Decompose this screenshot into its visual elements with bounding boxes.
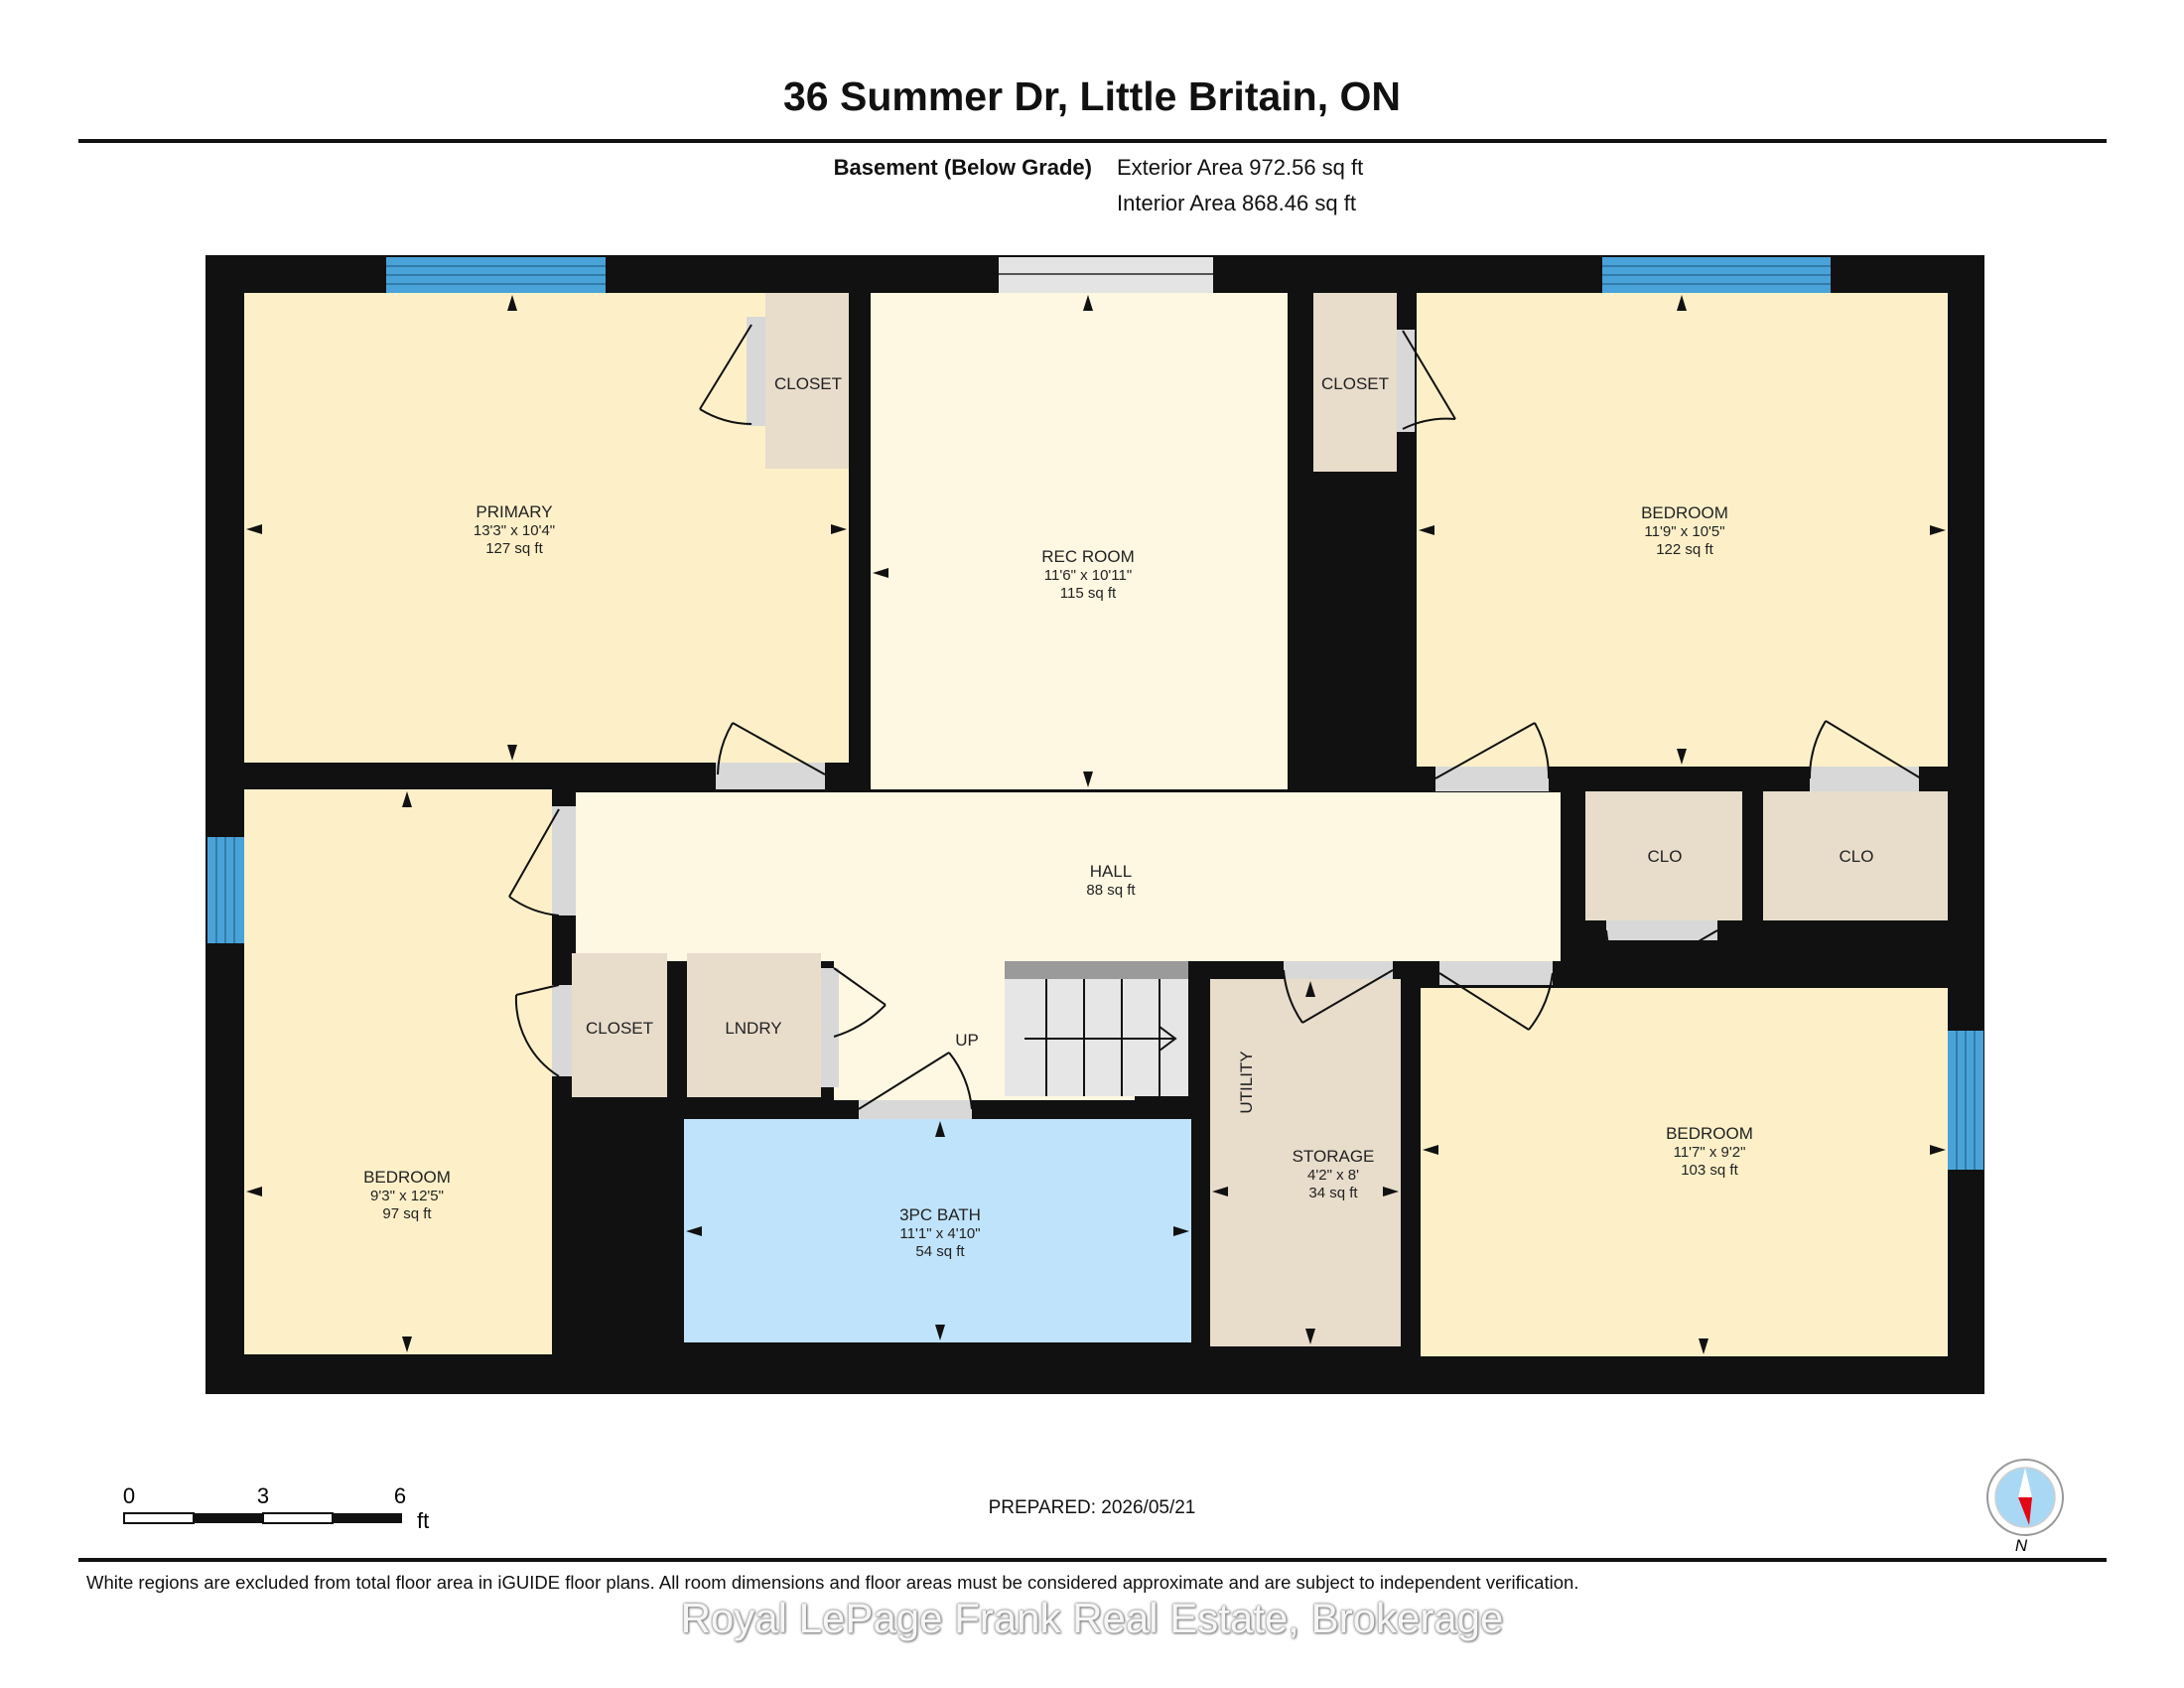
footer-rule	[78, 1558, 2107, 1562]
level-name: Basement (Below Grade)	[833, 155, 1092, 180]
closet-sw-room	[572, 953, 667, 1097]
room-name: BEDROOM	[1666, 1124, 1753, 1143]
scale-tick-label: 3	[257, 1483, 269, 1508]
room-name: HALL	[1090, 862, 1133, 881]
closet-primary-room	[765, 293, 849, 469]
window	[1948, 1031, 1983, 1170]
room-dimensions: 11'7" x 9'2"	[1674, 1144, 1746, 1161]
room-dimensions: 11'6" x 10'11"	[1044, 567, 1132, 584]
plan-title: 36 Summer Dr, Little Britain, ON	[783, 73, 1401, 119]
room-area: 97 sq ft	[382, 1205, 432, 1222]
room-area: 103 sq ft	[1681, 1162, 1738, 1179]
window	[207, 837, 244, 943]
sliding-door	[999, 257, 1213, 293]
room-name: BEDROOM	[1641, 503, 1728, 522]
door-swings	[508, 324, 1922, 1110]
room-area: 127 sq ft	[485, 540, 543, 557]
room-name: STORAGE	[1293, 1147, 1375, 1166]
compass-icon: N	[1986, 1459, 2064, 1555]
brokerage-watermark: Royal LePage Frank Real Estate, Brokerag…	[680, 1595, 1504, 1641]
room-area: 115 sq ft	[1060, 585, 1117, 602]
room-area: 54 sq ft	[915, 1243, 965, 1260]
room-dimensions: 13'3" x 10'4"	[474, 522, 555, 539]
staircase	[1005, 961, 1188, 1096]
room-name: CLOSET	[774, 374, 842, 393]
dimension-arrows	[246, 295, 1946, 1354]
scale-unit: ft	[417, 1508, 429, 1533]
room-name: CLOSET	[586, 1019, 653, 1038]
disclaimer-text: White regions are excluded from total fl…	[86, 1572, 1579, 1593]
door-openings	[552, 317, 1919, 1119]
room-name: UTILITY	[1237, 1051, 1256, 1113]
room-name: REC ROOM	[1041, 547, 1135, 566]
room-name: BEDROOM	[363, 1168, 451, 1187]
hall-room	[576, 792, 1561, 961]
scale-tick-label: 6	[394, 1483, 406, 1508]
bedroom-sw-room	[244, 789, 552, 1354]
clo-1-room	[1585, 791, 1742, 920]
room-dimensions: 4'2" x 8'	[1307, 1167, 1359, 1184]
bath-room	[684, 1119, 1191, 1342]
clo-2-room	[1763, 791, 1948, 920]
room-name: LNDRY	[725, 1019, 781, 1038]
scale-tick-label: 0	[123, 1483, 135, 1508]
room-name: 3PC BATH	[899, 1205, 981, 1224]
window	[386, 257, 606, 293]
laundry-room	[687, 953, 821, 1097]
compass-label: N	[2015, 1536, 2028, 1555]
room-area: 88 sq ft	[1086, 882, 1136, 899]
room-dimensions: 9'3" x 12'5"	[370, 1188, 444, 1204]
storage-room	[1210, 979, 1401, 1346]
room-dimensions: 11'9" x 10'5"	[1644, 523, 1724, 540]
room-name: CLO	[1840, 847, 1874, 866]
closet-ne-room	[1313, 293, 1397, 472]
room-name: CLO	[1648, 847, 1683, 866]
prepared-date: PREPARED: 2026/05/21	[988, 1497, 1196, 1518]
stairs-label: UP	[955, 1031, 979, 1050]
window	[1602, 257, 1831, 293]
room-dimensions: 11'1" x 4'10"	[899, 1225, 980, 1242]
bedroom-se-room	[1421, 988, 1948, 1356]
interior-area: Interior Area 868.46 sq ft	[1117, 191, 1356, 215]
room-name: PRIMARY	[476, 502, 552, 521]
rec-room	[871, 293, 1288, 789]
room-name: CLOSET	[1321, 374, 1389, 393]
room-area: 122 sq ft	[1656, 541, 1713, 558]
exterior-area: Exterior Area 972.56 sq ft	[1117, 155, 1364, 180]
hall-lower-room	[834, 961, 1001, 1100]
header-rule	[78, 139, 2107, 143]
stairs	[1005, 969, 1188, 1096]
room-area: 34 sq ft	[1308, 1185, 1358, 1201]
bedroom-ne-room	[1417, 293, 1948, 767]
